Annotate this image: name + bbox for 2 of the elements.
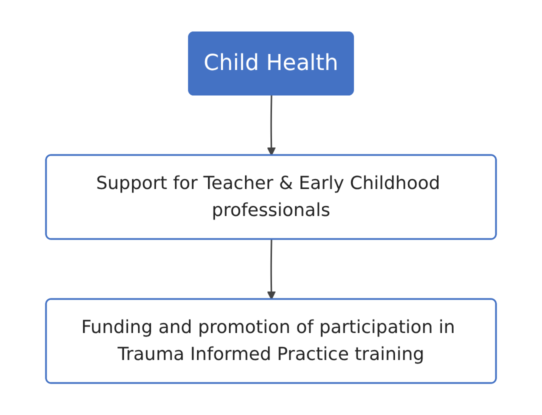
arrow bbox=[266, 95, 276, 156]
arrow bbox=[266, 239, 276, 300]
